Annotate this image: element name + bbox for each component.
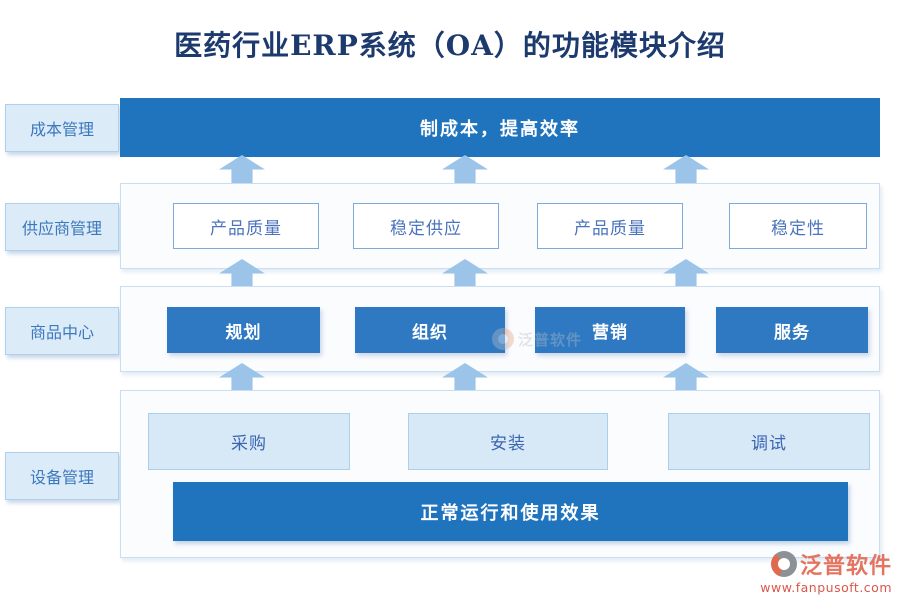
product-box-planning: 规划 bbox=[167, 307, 320, 353]
box-label: 调试 bbox=[751, 434, 787, 454]
supplier-box-product-quality-2: 产品质量 bbox=[537, 203, 683, 249]
up-arrow-icon bbox=[442, 155, 488, 183]
supplier-box-stability: 稳定性 bbox=[729, 203, 867, 249]
box-label: 稳定性 bbox=[771, 218, 825, 239]
box-label: 营销 bbox=[592, 322, 628, 343]
category-label-text: 商品中心 bbox=[29, 323, 94, 342]
category-label-text: 设备管理 bbox=[29, 468, 94, 487]
box-label: 组织 bbox=[412, 322, 448, 343]
equipment-box-debug: 调试 bbox=[668, 413, 870, 470]
box-label: 稳定供应 bbox=[390, 218, 462, 239]
supplier-box-stable-supply: 稳定供应 bbox=[353, 203, 499, 249]
category-label-text: 供应商管理 bbox=[21, 219, 102, 238]
footer-brand: 泛普软件 www.fanpusoft.com bbox=[732, 548, 892, 595]
category-label-cost: 成本管理 bbox=[5, 104, 119, 152]
category-label-product-center: 商品中心 bbox=[5, 307, 119, 355]
box-label: 规划 bbox=[225, 322, 262, 343]
equipment-box-purchase: 采购 bbox=[148, 413, 350, 470]
product-box-service: 服务 bbox=[716, 307, 868, 353]
brand-name: 泛普软件 bbox=[799, 553, 892, 579]
top-bar-label: 制成本，提高效率 bbox=[420, 118, 580, 140]
category-label-supplier: 供应商管理 bbox=[5, 203, 119, 251]
brand-url-link[interactable]: www.fanpusoft.com bbox=[760, 580, 892, 595]
box-label: 产品质量 bbox=[574, 218, 646, 239]
up-arrow-icon bbox=[663, 155, 709, 183]
supplier-box-product-quality-1: 产品质量 bbox=[173, 203, 319, 249]
box-label: 安装 bbox=[490, 434, 526, 454]
fanpu-logo-icon bbox=[770, 551, 797, 577]
category-label-text: 成本管理 bbox=[29, 120, 94, 139]
product-box-marketing: 营销 bbox=[535, 307, 685, 353]
up-arrow-icon bbox=[219, 155, 265, 183]
equipment-box-install: 安装 bbox=[408, 413, 608, 470]
bottom-bar-normal-operation: 正常运行和使用效果 bbox=[173, 482, 848, 541]
box-label: 采购 bbox=[231, 434, 267, 454]
page-title: 医药行业ERP系统（OA）的功能模块介绍 bbox=[174, 29, 726, 62]
top-bar-cost-efficiency: 制成本，提高效率 bbox=[120, 98, 880, 157]
box-label: 服务 bbox=[774, 322, 810, 343]
bottom-bar-label: 正常运行和使用效果 bbox=[420, 502, 601, 524]
box-label: 产品质量 bbox=[210, 218, 282, 239]
category-label-equipment: 设备管理 bbox=[5, 452, 119, 500]
product-box-organization: 组织 bbox=[355, 307, 505, 353]
